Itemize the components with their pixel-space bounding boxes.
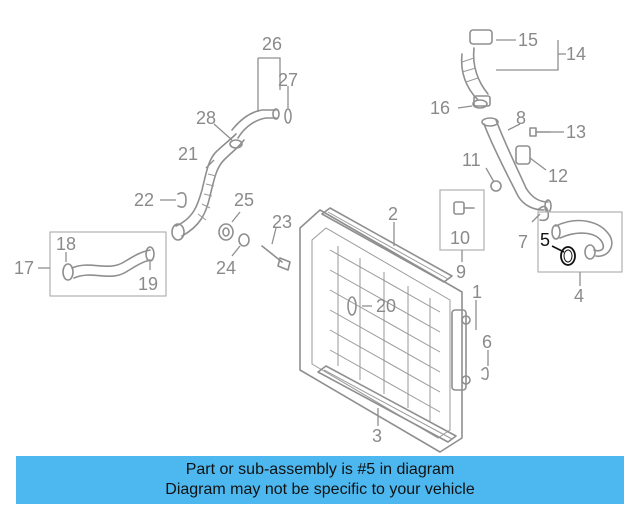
clamp-22 xyxy=(177,192,187,208)
callout-17: 17 xyxy=(14,258,34,278)
callout-1: 1 xyxy=(472,282,482,302)
bolt-13 xyxy=(529,127,551,137)
seal-ring-20 xyxy=(347,296,357,316)
plug-11 xyxy=(490,180,502,192)
callout-13: 13 xyxy=(566,122,586,142)
charge-pipe-15 xyxy=(460,29,493,107)
callout-10: 10 xyxy=(450,228,470,248)
charge-pipe-26 xyxy=(231,108,280,139)
callout-27: 27 xyxy=(278,70,298,90)
callout-12: 12 xyxy=(548,166,568,186)
callout-20: 20 xyxy=(376,296,396,316)
banner-line-2: Diagram may not be specific to your vehi… xyxy=(165,481,475,498)
callout-24: 24 xyxy=(216,258,236,278)
callout-25: 25 xyxy=(234,190,254,210)
leader-lines xyxy=(38,39,581,426)
callout-15: 15 xyxy=(518,30,538,50)
callout-18: 18 xyxy=(56,234,76,254)
bolt-23 xyxy=(261,245,291,271)
callout-21: 21 xyxy=(178,144,198,164)
callout-14: 14 xyxy=(566,44,586,64)
info-banner: Part or sub-assembly is #5 in diagram Di… xyxy=(16,456,624,504)
callout-9: 9 xyxy=(456,262,466,282)
callout-11: 11 xyxy=(462,150,481,170)
hose-kit-4 xyxy=(537,211,623,273)
washer-24 xyxy=(238,233,250,247)
charge-hose-21 xyxy=(171,133,245,241)
clamp-7 xyxy=(537,205,550,222)
callout-7: 7 xyxy=(518,232,528,252)
callout-4: 4 xyxy=(574,286,584,306)
lower-air-guide xyxy=(317,365,457,443)
clamp-16 xyxy=(472,99,488,109)
callout-16: 16 xyxy=(430,98,450,118)
seal-27 xyxy=(284,108,292,124)
callout-19: 19 xyxy=(138,274,158,294)
hose-kit-17 xyxy=(49,231,167,297)
parts-diagram: 1 2 3 4 5 6 7 8 9 10 11 12 13 14 15 16 1… xyxy=(14,29,623,453)
clamp-28 xyxy=(229,139,243,149)
callout-26: 26 xyxy=(262,34,282,54)
seal-ring-5 xyxy=(560,246,576,266)
callout-22: 22 xyxy=(134,190,154,210)
upper-air-guide xyxy=(321,207,453,283)
callout-labels: 1 2 3 4 5 6 7 8 9 10 11 12 13 14 15 16 1… xyxy=(14,30,586,446)
banner-line-1: Part or sub-assembly is #5 in diagram xyxy=(185,461,455,478)
callout-2: 2 xyxy=(388,204,398,224)
callout-8: 8 xyxy=(516,108,526,128)
clamp-25 xyxy=(218,223,234,241)
clip-6 xyxy=(481,366,489,381)
callout-3: 3 xyxy=(372,426,382,446)
callout-23: 23 xyxy=(272,212,292,232)
intercooler-core xyxy=(299,209,471,453)
sensor-12 xyxy=(515,145,531,165)
callout-5: 5 xyxy=(540,230,550,250)
callout-28: 28 xyxy=(196,108,216,128)
callout-6: 6 xyxy=(482,332,492,352)
